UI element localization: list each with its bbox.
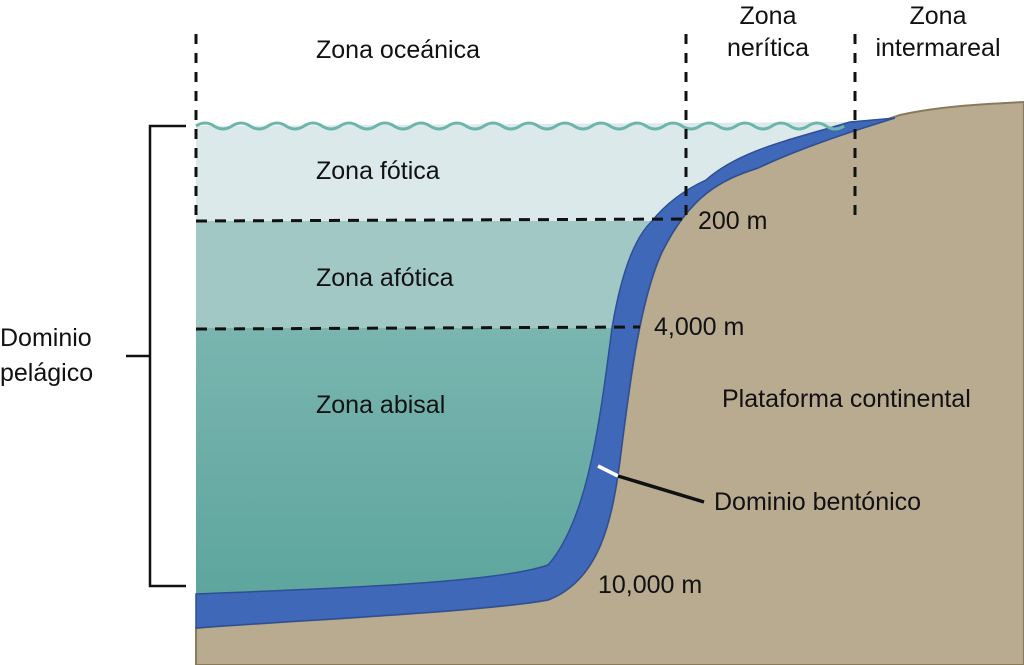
pelagic-domain-label-line1: Dominio: [0, 324, 92, 352]
abyssal-zone-label: Zona abisal: [316, 391, 445, 419]
neritic-zone-label-line2: nerítica: [727, 34, 809, 62]
pelagic-bracket: [126, 124, 186, 588]
aphotic-zone-label: Zona afótica: [316, 264, 454, 292]
depth-4000m-label: 4,000 m: [654, 313, 744, 341]
oceanic-zone-label: Zona oceánica: [316, 36, 480, 64]
intertidal-zone-label-line2: intermareal: [875, 34, 1000, 62]
depth-line-200m: [195, 217, 689, 223]
water-column: [196, 122, 850, 594]
photic-water: [196, 122, 850, 221]
photic-zone-label: Zona fótica: [316, 157, 440, 185]
depth-line-4000m: [195, 325, 641, 331]
neritic-zone-label-line1: Zona: [740, 2, 797, 30]
aphotic-water: [196, 221, 652, 328]
pelagic-domain-label-line2: pelágico: [0, 359, 93, 387]
abyssal-water: [196, 328, 612, 594]
depth-200m-label: 200 m: [698, 207, 767, 235]
benthic-domain-label: Dominio bentónico: [714, 488, 921, 516]
depth-10000m-label: 10,000 m: [598, 571, 702, 599]
benthic-pointer: [617, 474, 705, 504]
sea-surface-wave: [195, 121, 845, 131]
intertidal-zone-label-line1: Zona: [910, 2, 967, 30]
continental-shelf-label: Plataforma continental: [722, 385, 971, 413]
benthic-domain-band: [195, 117, 896, 629]
benthic-pointer-white: [597, 464, 619, 478]
